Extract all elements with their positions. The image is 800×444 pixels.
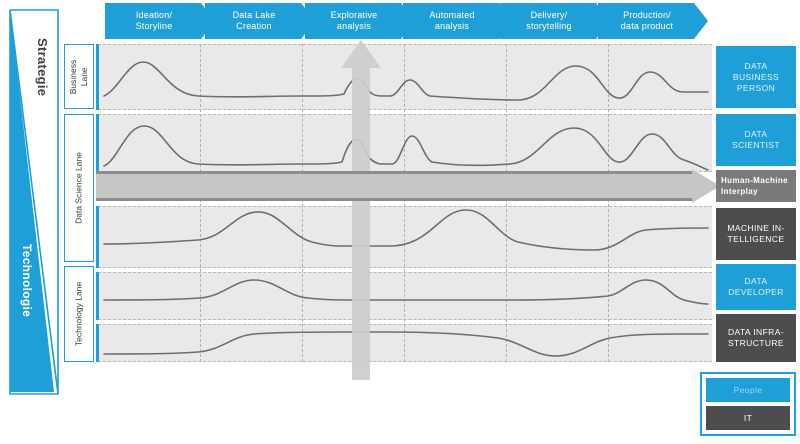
legend-item-it: IT [706,406,790,430]
gridline-4 [506,44,507,362]
phase-chevron-delivery[interactable]: Delivery/storytelling [500,3,610,39]
gridline-5 [608,44,609,362]
role-label-machine-intelligence: MACHINE IN-TELLIGENCE [727,223,785,244]
lane-edge-business-top [96,44,99,110]
phase-label-production: Production/data product [620,10,674,31]
lane-edge-ds-top [96,114,99,172]
curve-data-business-person [103,61,709,101]
phase-chevron-ideation[interactable]: Ideation/Storyline [105,3,215,39]
curve-data-scientist [103,125,709,171]
gridline-3 [404,44,405,362]
axis-label-strategy: Strategie [35,38,50,97]
role-label-data-infrastructure: DATA INFRA-STRUCTURE [727,327,785,348]
human-machine-interplay-arrow [96,169,720,208]
curve-data-infrastructure [103,331,709,357]
maturity-chart [96,44,712,362]
legend-label-people: People [733,385,763,395]
role-chip-data-infrastructure[interactable]: DATA INFRA-STRUCTURE [716,314,796,362]
legend-label-it: IT [743,413,753,423]
phase-label-delivery: Delivery/storytelling [526,10,572,31]
role-chip-machine-intelligence[interactable]: MACHINE IN-TELLIGENCE [716,208,796,260]
phase-label-ideation: Ideation/Storyline [135,10,173,31]
gridline-1 [200,44,201,362]
legend: People IT [700,372,796,436]
lane-edge-ds-bottom [96,206,99,268]
curve-data-developer [103,279,709,305]
phase-chevron-production[interactable]: Production/data product [598,3,708,39]
legend-item-people: People [706,378,790,402]
lane-edge-tech-bottom [96,324,99,362]
axis-label-technology: Technologie [20,244,34,318]
lane-label-data-science: Data Science Lane [64,114,94,262]
lane-label-technology: Technology Lane [64,266,94,362]
curve-machine-intelligence [103,209,709,251]
gridline-2 [302,44,303,362]
lane-label-technology-text: Technology Lane [73,281,84,347]
lane-edge-tech-top [96,272,99,320]
lane-label-data-science-text: Data Science Lane [73,152,84,224]
technology-to-strategy-arrow [340,40,382,385]
strategy-technology-wedge: Strategie Technologie [8,8,60,396]
